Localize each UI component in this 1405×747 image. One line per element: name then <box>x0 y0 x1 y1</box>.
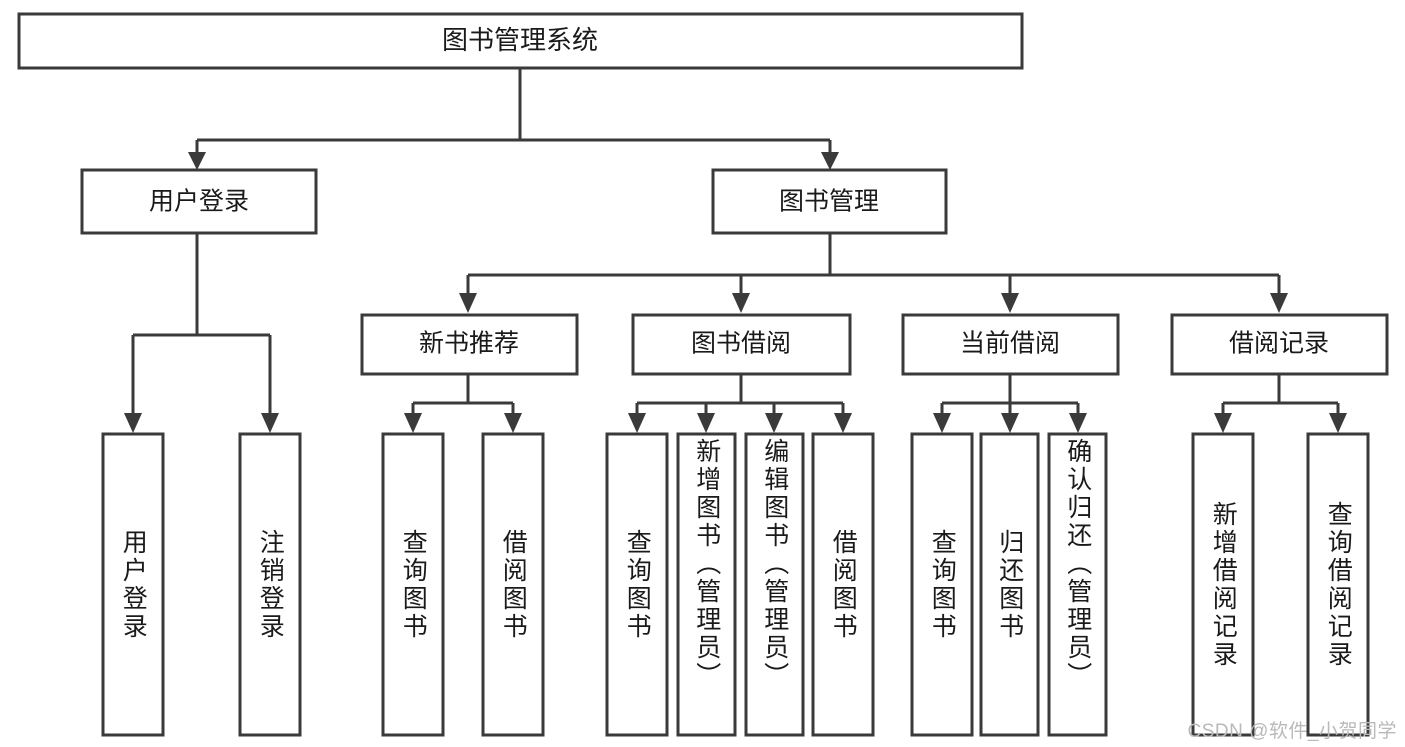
node-root[interactable]: 图书管理系统 <box>17 12 1024 70</box>
leaf-boxes-new-book-recommend <box>381 432 545 737</box>
arrow-head-current-borrow <box>1001 293 1019 313</box>
node-user-login-box[interactable] <box>80 168 318 235</box>
arrow-head-leaf-query-book-1 <box>404 413 422 433</box>
arrow-head-leaf-user-login <box>124 413 142 433</box>
arrow-head-leaf-confirm-return-admin <box>1069 413 1087 433</box>
connectors-borrow-record-to-leaves <box>1214 374 1347 433</box>
arrow-head-leaf-logout-login <box>261 413 279 433</box>
connectors-book-borrow-to-leaves <box>628 374 852 433</box>
arrow-head-book-manage <box>821 152 839 170</box>
leaf-confirm-return-admin-box[interactable] <box>1047 432 1108 737</box>
node-current-borrow-label: 当前借阅 <box>960 330 1060 358</box>
leaf-query-borrow-record-box[interactable] <box>1306 432 1370 737</box>
arrow-head-leaf-query-book-2 <box>628 413 646 433</box>
node-borrow-record-box[interactable] <box>1170 313 1389 376</box>
node-book-borrow[interactable]: 图书借阅 <box>631 313 852 376</box>
leaf-logout-login-box[interactable] <box>238 432 302 737</box>
leaf-boxes-user-login <box>101 432 302 737</box>
watermark-text: CSDN @软件_小贺同学 <box>1187 721 1397 742</box>
arrow-head-leaf-query-book-3 <box>933 413 951 433</box>
node-book-borrow-label: 图书借阅 <box>691 330 791 358</box>
connectors-user-login-to-leaves <box>124 233 279 433</box>
arrow-head-leaf-borrow-book-2 <box>834 413 852 433</box>
connectors-root-to-level2 <box>188 68 839 170</box>
connectors-new-book-to-leaves <box>404 374 522 433</box>
node-user-login[interactable]: 用户登录 <box>80 168 318 235</box>
arrow-head-leaf-add-book-admin <box>697 413 715 433</box>
node-book-manage-label: 图书管理 <box>779 188 879 216</box>
node-new-book-recommend-label: 新书推荐 <box>419 330 519 358</box>
leaf-query-book-2-box[interactable] <box>605 432 669 737</box>
node-borrow-record-label: 借阅记录 <box>1229 330 1329 358</box>
leaf-query-book-1-box[interactable] <box>381 432 445 737</box>
connectors-current-borrow-to-leaves <box>933 374 1087 433</box>
node-root-label: 图书管理系统 <box>442 25 598 55</box>
node-new-book-recommend-box[interactable] <box>360 313 579 376</box>
node-new-book-recommend[interactable]: 新书推荐 <box>360 313 579 376</box>
leaf-boxes-book-borrow <box>605 432 875 737</box>
leaf-add-borrow-record-box[interactable] <box>1191 432 1255 737</box>
arrow-head-leaf-return-book <box>1001 413 1019 433</box>
node-book-manage[interactable]: 图书管理 <box>711 168 948 235</box>
node-current-borrow-box[interactable] <box>901 313 1120 376</box>
leaf-return-book-box[interactable] <box>979 432 1040 737</box>
node-current-borrow[interactable]: 当前借阅 <box>901 313 1120 376</box>
arrow-head-user-login <box>188 152 206 170</box>
leaf-boxes-borrow-record <box>1191 432 1370 737</box>
leaf-add-book-admin-box[interactable] <box>676 432 737 737</box>
node-book-borrow-box[interactable] <box>631 313 852 376</box>
arrow-head-leaf-add-borrow-record <box>1214 413 1232 433</box>
node-book-manage-box[interactable] <box>711 168 948 235</box>
arrow-head-borrow-record <box>1270 293 1288 313</box>
arrow-head-leaf-borrow-book-1 <box>504 413 522 433</box>
arrow-head-book-borrow <box>732 293 750 313</box>
leaf-query-book-3-box[interactable] <box>910 432 974 737</box>
leaf-borrow-book-1-box[interactable] <box>481 432 545 737</box>
node-root-box[interactable] <box>17 12 1024 70</box>
arrow-head-new-book-recommend <box>459 293 477 313</box>
arrow-head-leaf-edit-book-admin <box>765 413 783 433</box>
arrow-head-leaf-query-borrow-record <box>1329 413 1347 433</box>
node-user-login-label: 用户登录 <box>149 188 249 216</box>
connectors-book-manage-to-level3 <box>459 233 1288 313</box>
leaf-edit-book-admin-box[interactable] <box>744 432 805 737</box>
node-borrow-record[interactable]: 借阅记录 <box>1170 313 1389 376</box>
leaf-borrow-book-2-box[interactable] <box>811 432 875 737</box>
leaf-boxes-current-borrow <box>910 432 1108 737</box>
leaf-user-login-box[interactable] <box>101 432 165 737</box>
